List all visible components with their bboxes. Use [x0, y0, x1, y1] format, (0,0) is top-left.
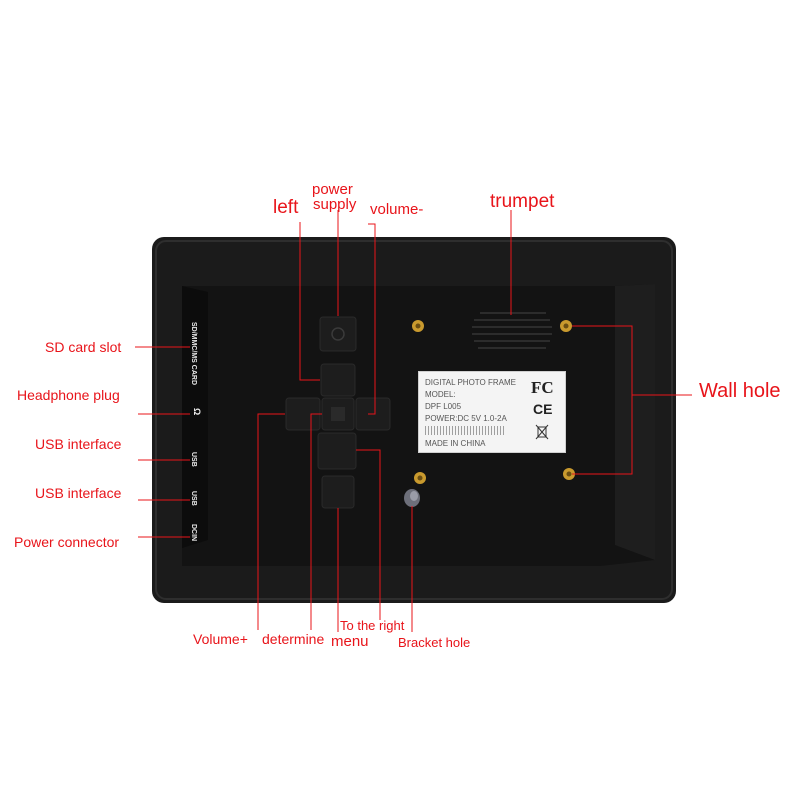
frame-rim — [155, 240, 673, 600]
screw-bottom-left — [414, 472, 426, 484]
right-bevel — [615, 284, 655, 560]
callout-volume-minus: volume- — [370, 201, 424, 218]
speaker-grille — [472, 312, 552, 349]
leader-lines — [135, 210, 692, 632]
port-label-card: SD/MMC/MS CARD — [190, 322, 197, 385]
callout-determine: determine — [262, 631, 325, 647]
headphone-port-icon: Ω — [192, 408, 202, 416]
sticker-origin: MADE IN CHINA — [425, 439, 486, 448]
play-pause-center — [331, 407, 345, 421]
power-icon — [331, 327, 345, 341]
leader-left — [299, 222, 320, 381]
callout-left: left — [273, 197, 299, 218]
callout-trumpet: trumpet — [490, 191, 555, 212]
ce-logo: CE — [533, 401, 553, 417]
leader-volume-minus — [368, 223, 376, 415]
sticker-power: POWER:DC 5V 1.0-2A — [425, 414, 507, 423]
power-button[interactable] — [319, 316, 357, 352]
callout-bracket-hole: Bracket hole — [398, 635, 471, 650]
callout-usb-interface-2: USB interface — [35, 485, 122, 501]
port-label-dcin: DCIN — [190, 524, 197, 542]
wall-hole-top — [560, 320, 572, 332]
port-label-usb-2: USB — [190, 491, 197, 506]
port-label-usb-1: USB — [190, 452, 197, 467]
sticker-product: DIGITAL PHOTO FRAME — [425, 378, 516, 387]
leader-volume-plus — [257, 413, 285, 630]
callout-power-connector: Power connector — [14, 534, 120, 550]
rating-sticker: DIGITAL PHOTO FRAME MODEL: DPF L005 POWE… — [418, 371, 566, 453]
sticker-barcode — [425, 426, 505, 435]
weee-bin-icon — [535, 424, 549, 440]
callout-menu: menu — [331, 633, 369, 650]
callout-power-supply-line2: supply — [313, 196, 357, 213]
sticker-model: MODEL: — [425, 390, 456, 399]
callout-headphone-plug: Headphone plug — [17, 387, 120, 403]
callout-wall-hole: Wall hole — [699, 380, 781, 402]
callout-usb-interface-1: USB interface — [35, 436, 122, 452]
callout-sd-card-slot: SD card slot — [45, 339, 122, 355]
return-button[interactable] — [317, 432, 357, 470]
menu-button[interactable] — [321, 475, 355, 509]
leader-wall-hole — [572, 325, 633, 475]
leader-to-the-right — [356, 449, 381, 620]
wall-hole-bottom — [563, 468, 575, 480]
left-port-strip — [182, 286, 208, 548]
up-button[interactable] — [320, 363, 356, 397]
bracket-hole-shade — [410, 491, 418, 501]
sticker-model-number: DPF L005 — [425, 402, 462, 411]
callout-volume-plus: Volume+ — [193, 631, 248, 647]
callout-to-the-right: To the right — [340, 618, 405, 633]
screw-top-left — [412, 320, 424, 332]
leader-determine — [310, 413, 322, 630]
fcc-logo: FC — [531, 378, 554, 397]
callout-power-supply-line1: power — [312, 181, 353, 198]
